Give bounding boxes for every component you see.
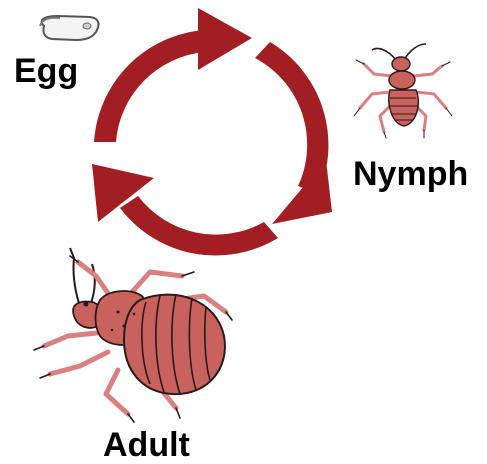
adult-label: Adult <box>103 428 190 462</box>
adult-bedbug-icon <box>34 248 232 422</box>
arrow-nymph-to-adult <box>255 42 332 224</box>
nymph-label: Nymph <box>353 157 468 191</box>
arrow-adult-to-egg <box>92 164 278 255</box>
arrow-egg-to-nymph <box>94 8 252 142</box>
nymph-bug-icon <box>354 44 452 138</box>
egg-label: Egg <box>14 54 78 88</box>
egg-icon <box>40 16 99 40</box>
cycle-arrows-icon <box>92 8 332 255</box>
